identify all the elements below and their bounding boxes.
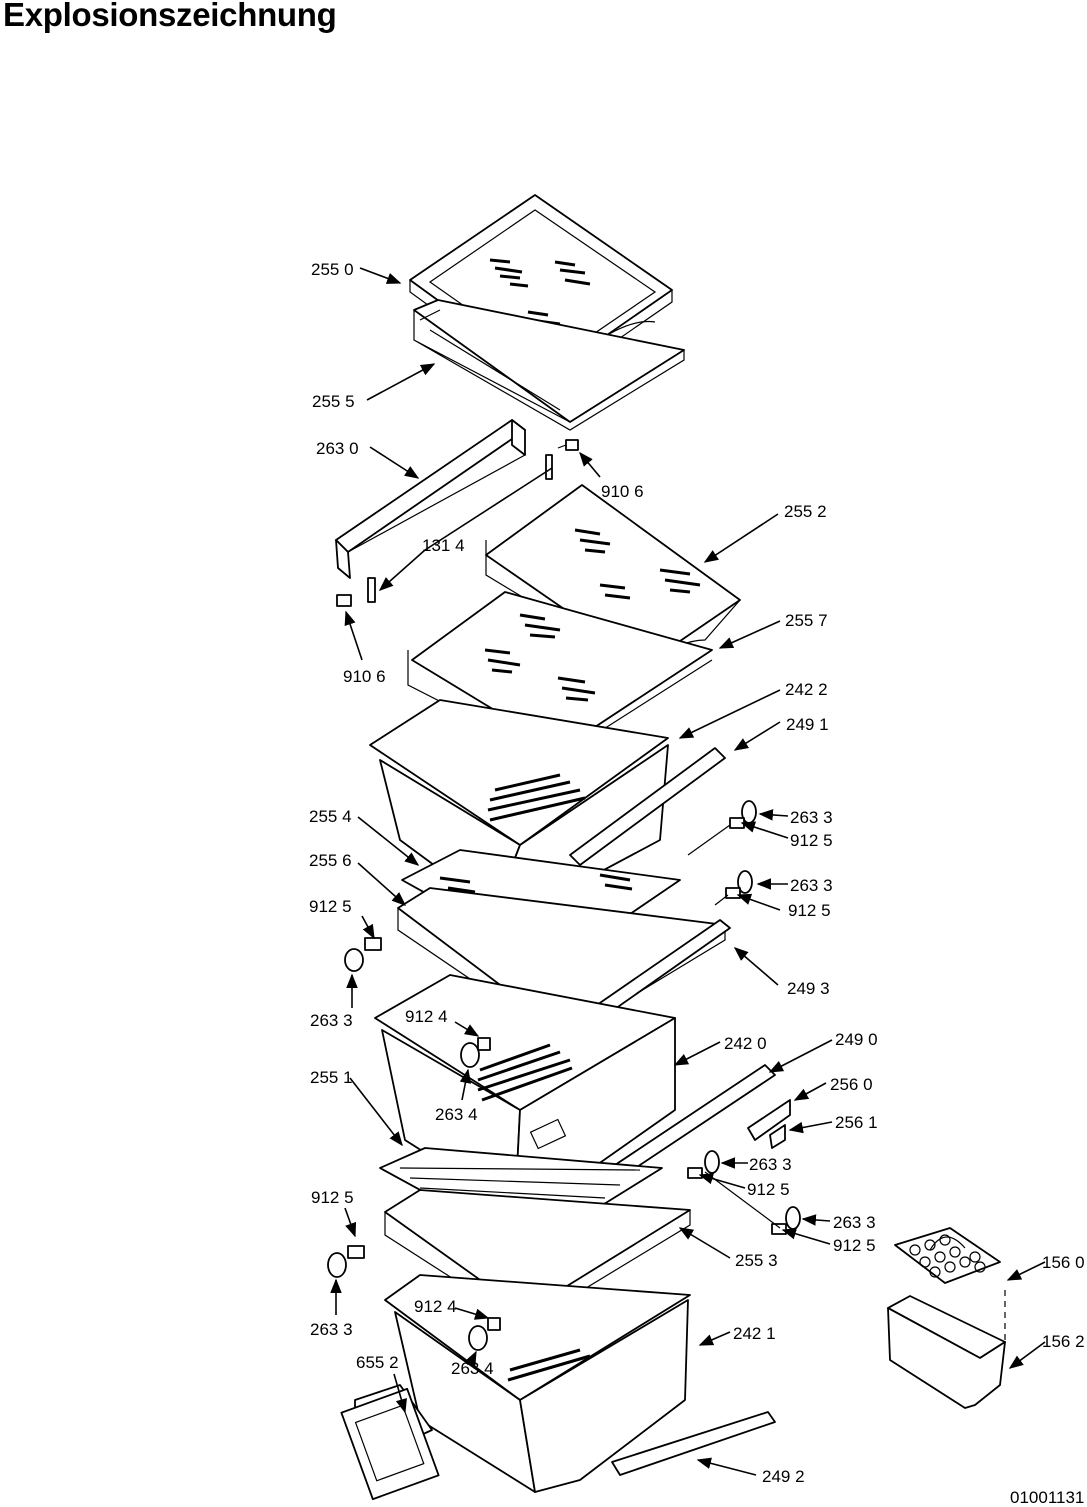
label-263-3-e: 263 3 — [833, 1213, 876, 1232]
trim-strip-upper-part — [569, 747, 726, 866]
label-655-2: 655 2 — [356, 1353, 399, 1372]
label-255-2: 255 2 — [784, 502, 827, 521]
shelf-frame-part — [413, 299, 685, 431]
label-912-4-b: 912 4 — [414, 1297, 457, 1316]
label-263-0: 263 0 — [316, 439, 359, 458]
egg-tray-part — [894, 1227, 1001, 1284]
label-263-3-d: 263 3 — [749, 1155, 792, 1174]
label-263-3-f: 263 3 — [310, 1320, 353, 1339]
label-263-4-a: 263 4 — [435, 1105, 478, 1124]
label-249-2: 249 2 — [762, 1467, 805, 1486]
screw-upper-part — [557, 439, 579, 451]
label-131-4: 131 4 — [422, 536, 465, 555]
bracket-lower-part — [367, 577, 376, 603]
label-255-1: 255 1 — [310, 1068, 353, 1087]
label-912-5-d: 912 5 — [747, 1180, 790, 1199]
glass-shelf-top-part — [409, 194, 673, 391]
label-263-4-b: 263 4 — [451, 1359, 494, 1378]
leader-lines — [330, 267, 1046, 1476]
label-249-1: 249 1 — [786, 715, 829, 734]
label-156-0: 156 0 — [1042, 1253, 1085, 1272]
document-number: 01001131 — [1010, 1488, 1084, 1507]
roller-6-part — [771, 1206, 801, 1235]
label-912-4-a: 912 4 — [405, 1007, 448, 1026]
bracket-upper-part — [545, 454, 553, 480]
label-255-5: 255 5 — [312, 392, 355, 411]
roller-3-part — [344, 937, 382, 972]
roller-7-part — [327, 1245, 365, 1278]
clip-part — [747, 1099, 791, 1149]
label-249-3: 249 3 — [787, 979, 830, 998]
label-912-5-b: 912 5 — [309, 897, 352, 916]
label-255-4: 255 4 — [309, 807, 352, 826]
label-263-3-a: 263 3 — [790, 808, 833, 827]
label-912-5-e: 912 5 — [311, 1188, 354, 1207]
roller-8-part — [468, 1317, 501, 1351]
label-156-2: 156 2 — [1042, 1332, 1085, 1351]
label-255-7: 255 7 — [785, 611, 828, 630]
roller-5-part — [687, 1150, 720, 1179]
roller-2-part — [725, 870, 753, 899]
label-910-6-upper: 910 6 — [601, 482, 644, 501]
rail-part — [335, 419, 526, 579]
label-insert-part — [340, 1384, 440, 1501]
label-256-1: 256 1 — [835, 1113, 878, 1132]
screw-lower-part — [336, 594, 352, 607]
label-255-0: 255 0 — [311, 260, 354, 279]
assembly-guide-lines — [687, 824, 1006, 1340]
label-263-3-b: 263 3 — [790, 876, 833, 895]
storage-bin-part — [887, 1295, 1006, 1409]
label-242-2: 242 2 — [785, 680, 828, 699]
label-255-6: 255 6 — [309, 851, 352, 870]
roller-4-part — [460, 1037, 491, 1068]
label-263-3-c: 263 3 — [310, 1011, 353, 1030]
label-242-0: 242 0 — [724, 1034, 767, 1053]
crisper-drawer-lower-part — [384, 1274, 691, 1493]
label-255-3: 255 3 — [735, 1251, 778, 1270]
label-912-5-f: 912 5 — [833, 1236, 876, 1255]
page-title: Explosionszeichnung — [3, 0, 337, 33]
trim-strip-bottom-part — [611, 1411, 776, 1476]
label-912-5-a: 912 5 — [790, 831, 833, 850]
label-249-0: 249 0 — [835, 1030, 878, 1049]
label-912-5-c: 912 5 — [788, 901, 831, 920]
label-256-0: 256 0 — [830, 1075, 873, 1094]
part-number-labels: 255 0 255 5 263 0 910 6 255 2 131 4 910 … — [309, 260, 1085, 1486]
label-242-1: 242 1 — [733, 1324, 776, 1343]
label-910-6-lower: 910 6 — [343, 667, 386, 686]
